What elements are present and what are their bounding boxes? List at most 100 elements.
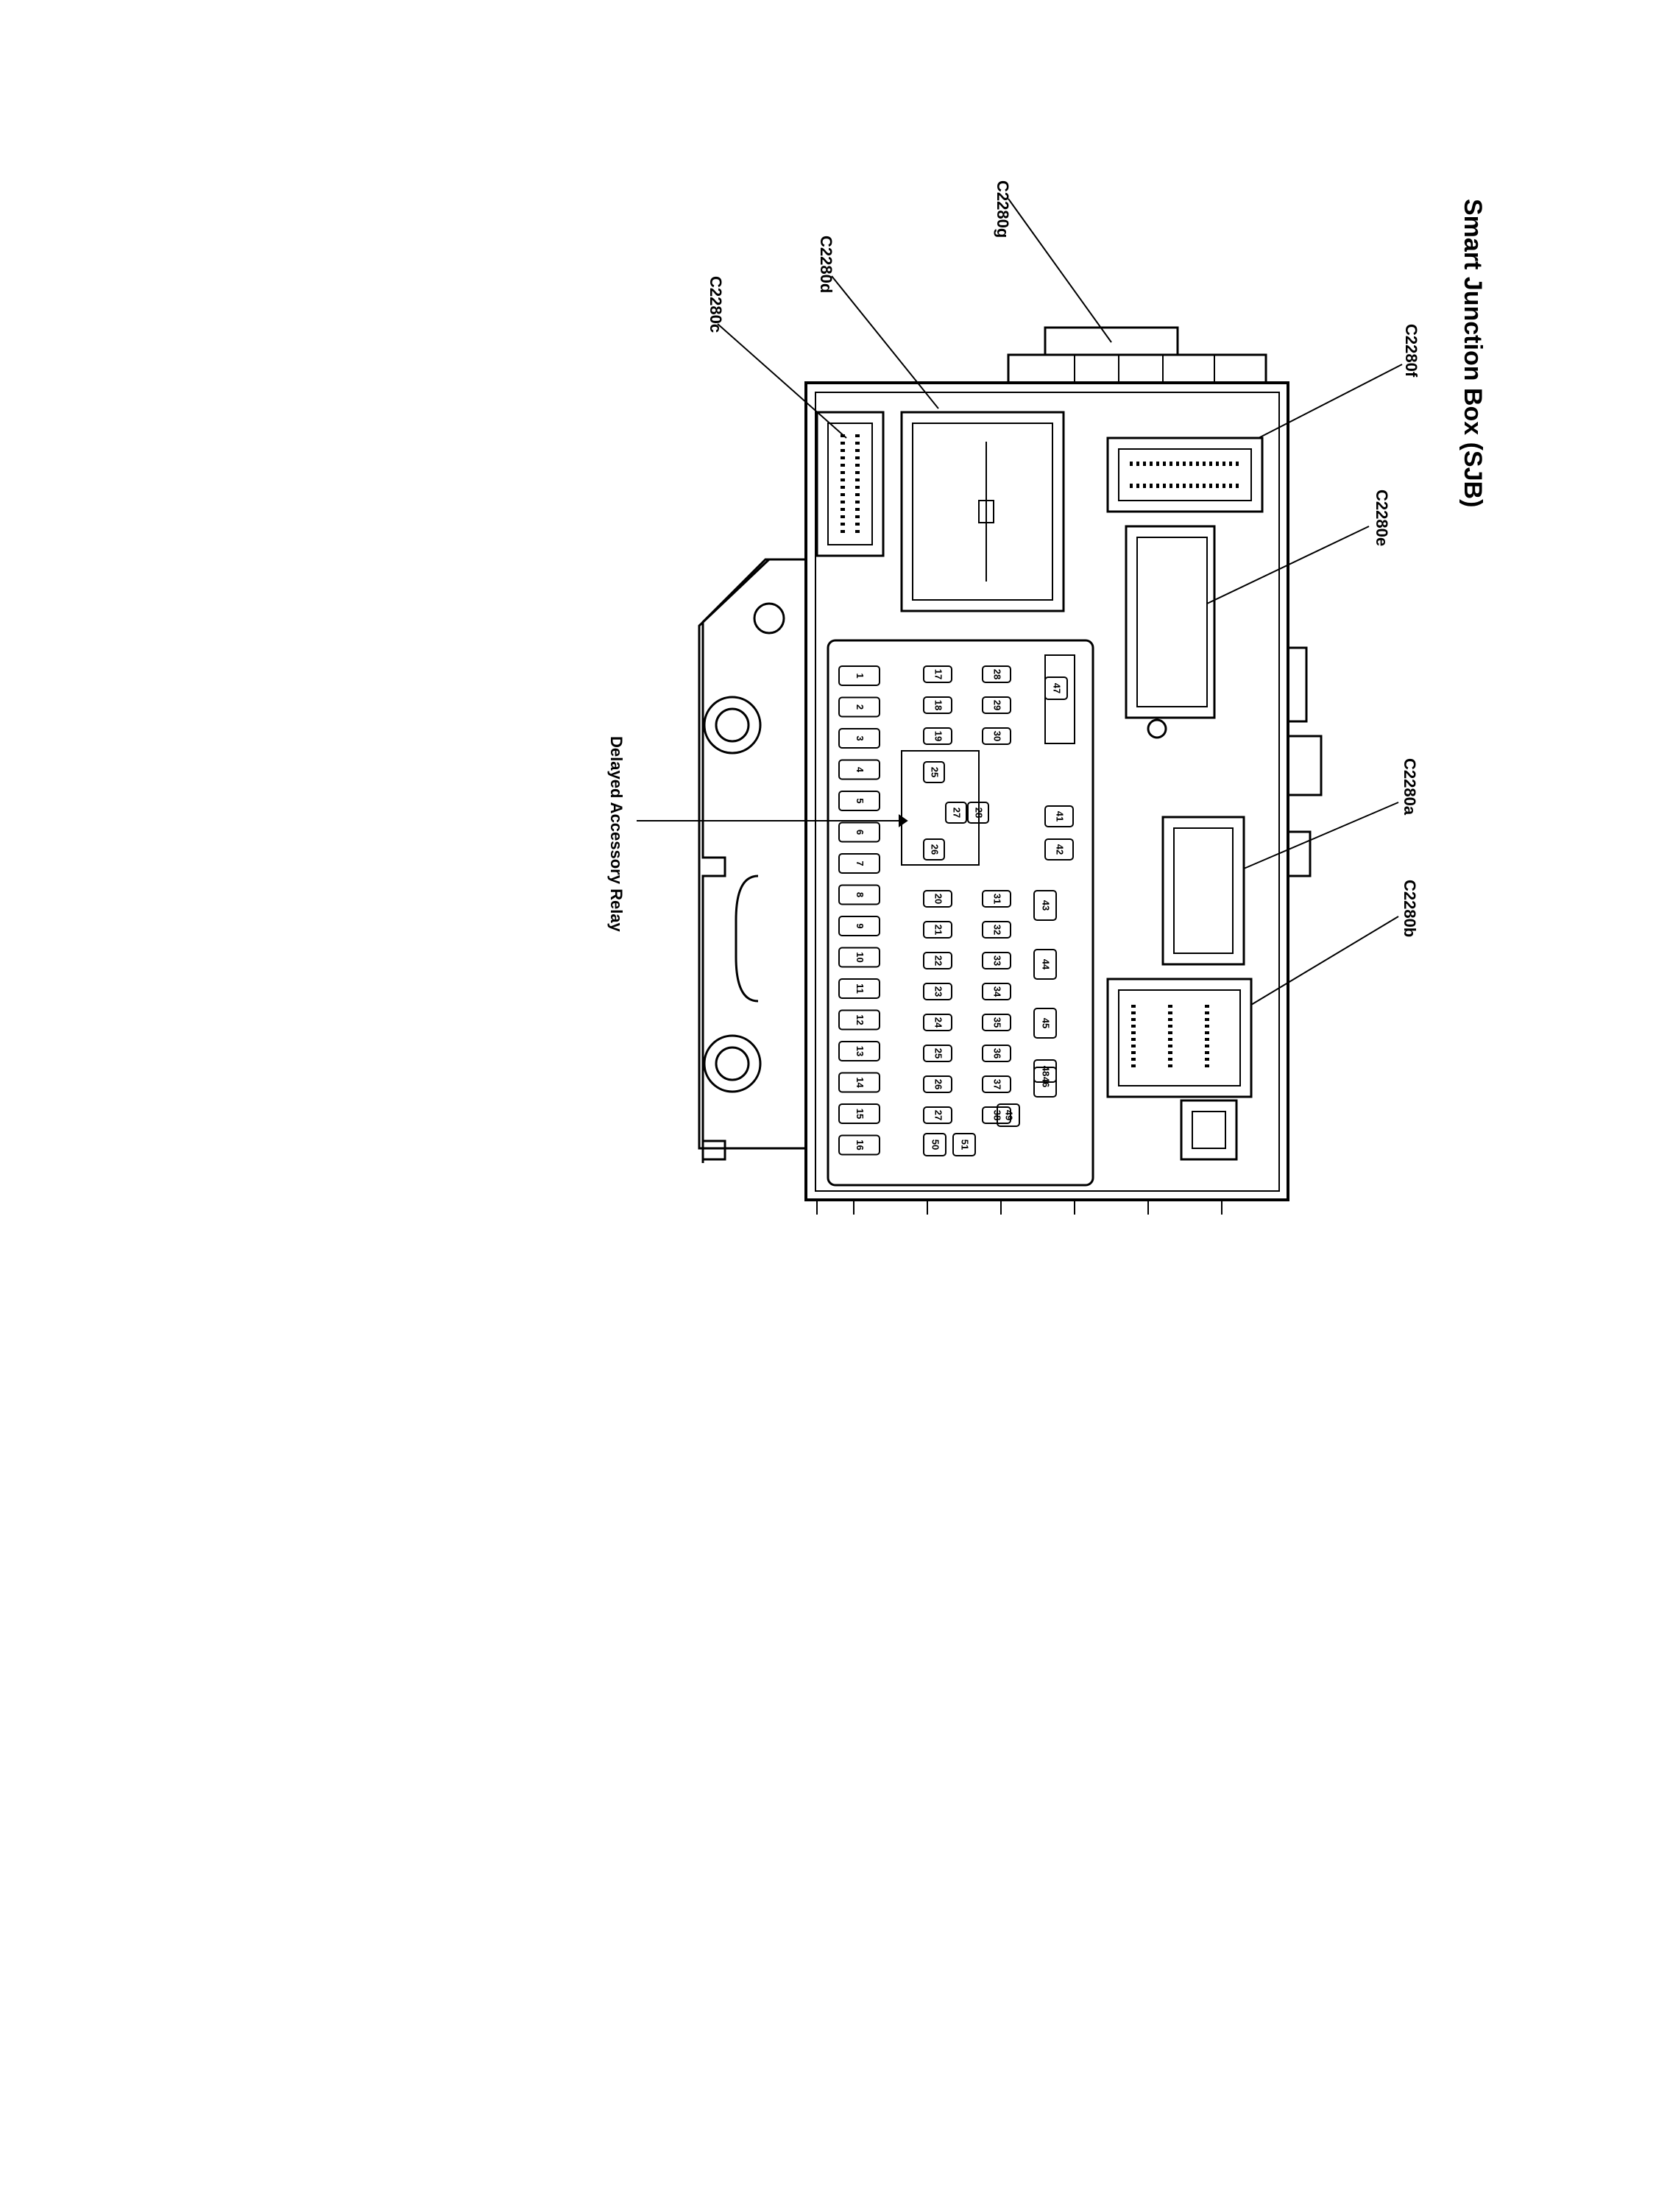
fuse-label: 12 — [854, 1014, 866, 1025]
fuse-label: 42 — [1055, 844, 1066, 855]
fuse-26: 26 — [923, 838, 945, 861]
label-c2280d: C2280d — [817, 236, 835, 293]
fuse-label: 18 — [933, 700, 944, 710]
fuse-label: 6 — [854, 830, 866, 835]
fuse-label: 3 — [854, 735, 866, 741]
connector-c2280f — [1106, 437, 1264, 513]
fuse-51: 51 — [952, 1133, 976, 1156]
fuse-19: 19 — [923, 727, 952, 745]
label-c2280e: C2280e — [1373, 490, 1391, 546]
diagram-title: Smart Junction Box (SJB) — [1459, 199, 1487, 507]
fuse-4: 4 — [838, 759, 880, 780]
label-c2280g: C2280g — [994, 180, 1012, 238]
fuse-label: 23 — [933, 986, 944, 997]
fuse-26: 26 — [923, 1075, 952, 1093]
leader-lines — [637, 198, 1403, 1006]
connector-c2280d — [900, 411, 1065, 612]
fuse-42: 42 — [1044, 838, 1074, 861]
fuse-label: 8 — [854, 892, 866, 897]
fuse-label: 50 — [930, 1139, 941, 1150]
sjb-housing — [804, 326, 1323, 1215]
fuse-label: 30 — [992, 731, 1003, 741]
fuse-41: 41 — [1044, 805, 1074, 827]
fuse-label: 20 — [933, 894, 944, 904]
fuse-37: 37 — [982, 1075, 1011, 1093]
fuse-27: 27 — [923, 1106, 952, 1124]
fuse-label: 36 — [992, 1048, 1003, 1059]
fuse-label: 47 — [1052, 683, 1063, 693]
fuse-label: 7 — [854, 861, 866, 866]
fuse-47: 47 — [1044, 676, 1068, 700]
fuse-16: 16 — [838, 1134, 880, 1156]
fuse-label: 27 — [933, 1110, 944, 1120]
fuse-8: 8 — [838, 884, 880, 905]
fuse-31: 31 — [982, 890, 1011, 908]
connector-c2280a — [1161, 816, 1245, 966]
fuse-label: 14 — [854, 1077, 866, 1088]
fuse-label: 25 — [930, 767, 941, 777]
fuse-label: 32 — [992, 925, 1003, 935]
fuse-label: 48 — [1041, 1066, 1052, 1076]
fuse-label: 35 — [992, 1017, 1003, 1028]
fuse-label: 49 — [1004, 1110, 1015, 1120]
fuse-label: 13 — [854, 1046, 866, 1056]
fuse-25: 25 — [923, 1045, 952, 1062]
fuse-label: 5 — [854, 798, 866, 803]
fuse-label: 9 — [854, 923, 866, 928]
mounting-bracket — [698, 558, 806, 1163]
label-c2280a: C2280a — [1401, 758, 1419, 816]
fuse-label: 31 — [992, 894, 1003, 904]
fuse-label: 37 — [992, 1079, 1003, 1089]
fuse-label: 21 — [933, 925, 944, 935]
fuse-label: 41 — [1055, 811, 1066, 821]
fuse-label: 28 — [974, 808, 985, 818]
connector-c2280b — [1106, 978, 1253, 1098]
fuse-label: 17 — [933, 669, 944, 679]
fuse-2: 2 — [838, 696, 880, 718]
fuse-44: 44 — [1033, 949, 1057, 980]
fuse-17: 17 — [923, 665, 952, 683]
fuse-label: 29 — [992, 700, 1003, 710]
fuse-18: 18 — [923, 696, 952, 714]
fuse-label: 4 — [854, 767, 866, 773]
fuse-label: 11 — [854, 983, 866, 994]
fuse-12: 12 — [838, 1009, 880, 1031]
fuse-23: 23 — [923, 983, 952, 1000]
fuse-14: 14 — [838, 1072, 880, 1093]
fuse-29: 29 — [982, 696, 1011, 714]
fuse-10: 10 — [838, 947, 880, 968]
fuse-label: 44 — [1041, 959, 1052, 970]
label-delayed-accessory-relay: Delayed Accessory Relay — [607, 736, 626, 933]
fuse-7: 7 — [838, 853, 880, 874]
fuse-35: 35 — [982, 1014, 1011, 1031]
fuse-label: 27 — [952, 808, 963, 818]
fuse-panel — [827, 639, 1094, 1187]
fuse-24: 24 — [923, 1014, 952, 1031]
fuse-label: 26 — [933, 1079, 944, 1089]
fuse-34: 34 — [982, 983, 1011, 1000]
fuse-label: 33 — [992, 955, 1003, 966]
fuse-3: 3 — [838, 728, 880, 749]
fuse-label: 28 — [992, 669, 1003, 679]
fuse-label: 26 — [930, 844, 941, 855]
fuse-25: 25 — [923, 761, 945, 783]
connector-c2280e — [1125, 525, 1216, 739]
fuse-label: 25 — [933, 1048, 944, 1059]
fuse-group: 1234567891011121314151617181920212223242… — [838, 665, 1074, 1156]
fuse-48: 48 — [1033, 1059, 1057, 1083]
fuse-20: 20 — [923, 890, 952, 908]
fuse-label: 16 — [854, 1139, 866, 1150]
fuse-45: 45 — [1033, 1008, 1057, 1039]
fuse-15: 15 — [838, 1103, 880, 1124]
fuse-label: 34 — [992, 986, 1003, 997]
fuse-11: 11 — [838, 978, 880, 999]
diagnostic-port — [1180, 1099, 1238, 1161]
fuse-27: 27 — [945, 802, 967, 824]
fuse-label: 43 — [1041, 900, 1052, 911]
fuse-6: 6 — [838, 821, 880, 843]
fuse-32: 32 — [982, 921, 1011, 939]
fuse-label: 15 — [854, 1109, 866, 1119]
fuse-30: 30 — [982, 727, 1011, 745]
fuse-22: 22 — [923, 952, 952, 969]
